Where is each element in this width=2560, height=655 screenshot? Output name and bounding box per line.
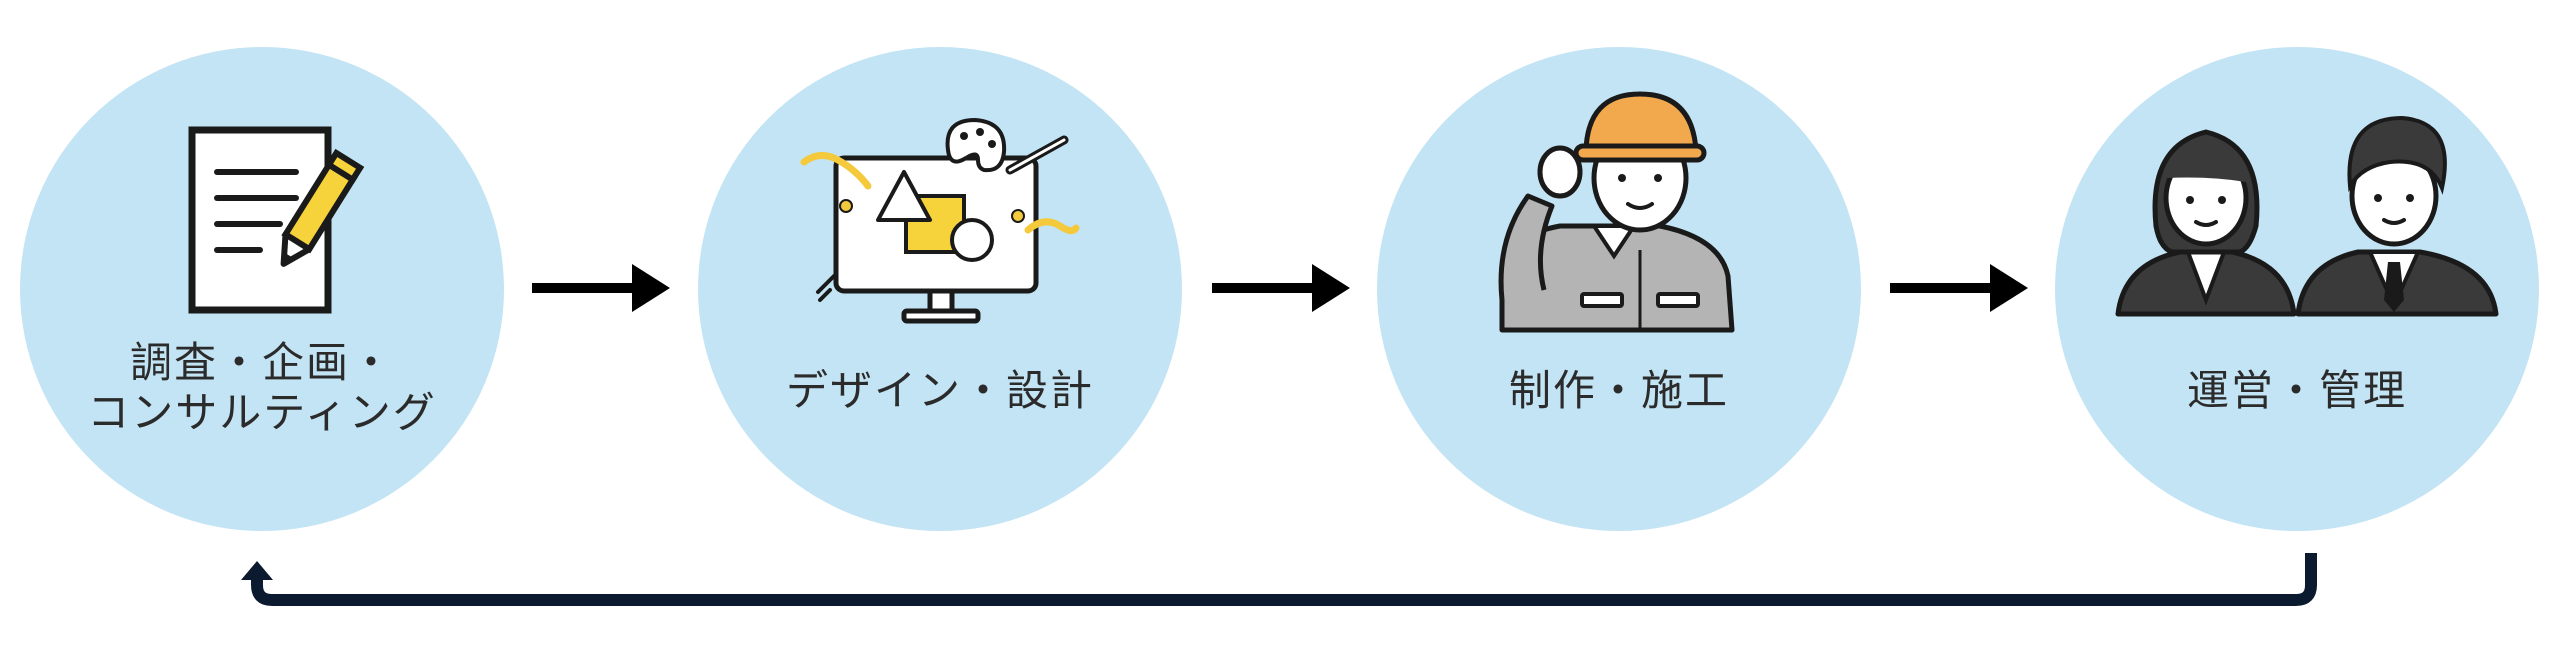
business-people-icon (2115, 115, 2499, 317)
step-label-operation: 運営・管理 (2055, 366, 2539, 416)
step-label-operation-line-1: 運営・管理 (2186, 366, 2407, 415)
step-label-production-line-1: 制作・施工 (1508, 366, 1729, 415)
return-loop-arrow (241, 553, 2317, 606)
construction-worker-icon (1498, 91, 1735, 333)
document-pencil-icon (188, 126, 365, 314)
arrow-right-2 (1212, 264, 1350, 312)
step-label-design: デザイン・設計 (698, 366, 1182, 416)
step-label-production: 制作・施工 (1377, 366, 1861, 416)
arrow-right-1 (532, 264, 670, 312)
design-monitor-icon (800, 117, 1080, 324)
step-label-research: 調査・企画・ コンサルティング (20, 338, 504, 438)
step-label-design-line-1: デザイン・設計 (785, 366, 1094, 415)
step-label-research-line-1: 調査・企画・ (129, 338, 394, 387)
arrow-right-3 (1890, 264, 2028, 312)
step-label-research-line-2: コンサルティング (87, 388, 437, 437)
